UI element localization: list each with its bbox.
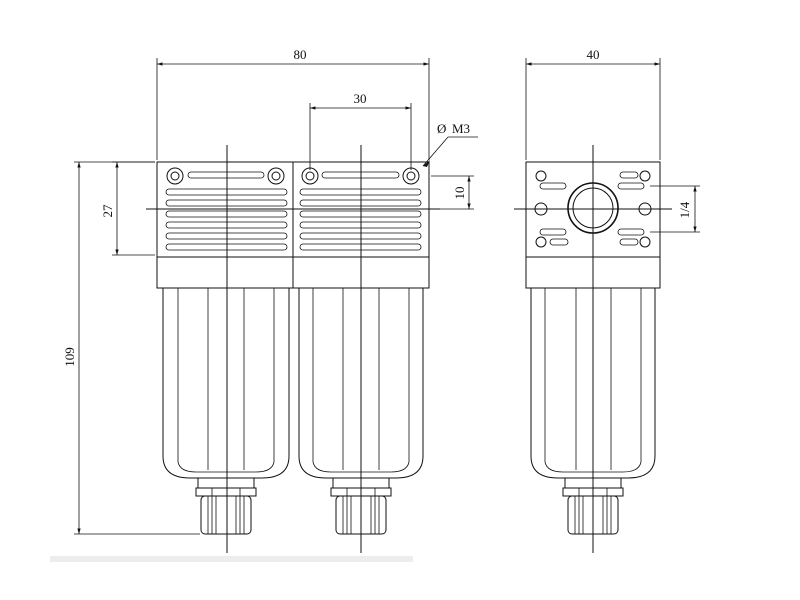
- side-view: [514, 145, 672, 553]
- dim-hole-callout: Ø M3: [422, 121, 478, 167]
- side-slots: [535, 170, 651, 248]
- dim-head-height-label: 27: [100, 204, 115, 218]
- dim-head-offset: 10: [431, 175, 474, 210]
- front-view-right-unit: [292, 145, 430, 553]
- dim-total-height-label: 109: [62, 347, 77, 367]
- hole-thread-label: M3: [452, 121, 470, 136]
- dim-port-size-label: 1/4: [677, 201, 692, 218]
- dim-hole-spacing-label: 30: [354, 91, 367, 106]
- left-bowl: [162, 288, 290, 479]
- dim-hole-spacing: 30: [309, 91, 412, 170]
- dim-total-height: 109: [62, 161, 200, 535]
- hole-diameter-symbol: Ø: [437, 121, 446, 136]
- dim-port-size: 1/4: [650, 185, 700, 233]
- dim-side-width: 40: [525, 47, 661, 160]
- left-drain-knob: [195, 477, 257, 535]
- dim-overall-width: 80: [156, 47, 430, 160]
- front-view-left-unit: [156, 145, 294, 553]
- dim-side-width-label: 40: [587, 47, 600, 62]
- dim-head-offset-label: 10: [452, 187, 467, 200]
- dim-overall-width-label: 80: [294, 47, 307, 62]
- left-mounting-holes: [166, 167, 285, 185]
- left-collar: [156, 256, 294, 289]
- bottom-scroll-strip: [50, 556, 413, 562]
